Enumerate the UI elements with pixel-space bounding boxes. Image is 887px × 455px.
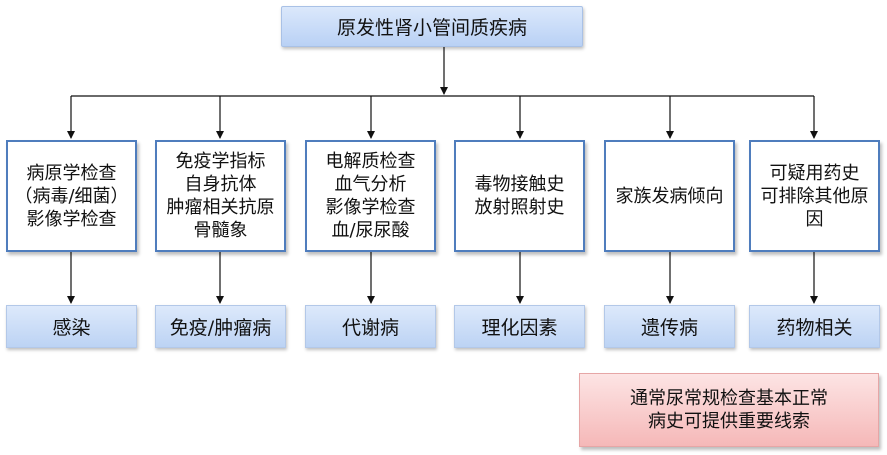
findings-box-immune: 免疫学指标 自身抗体 肿瘤相关抗原 骨髓象	[155, 140, 286, 252]
finding-line: 影像学检查	[325, 197, 416, 218]
cause-box-immune: 免疫/肿瘤病	[155, 305, 286, 348]
finding-line: 病原学检查	[26, 162, 117, 184]
finding-line: 电解质检查	[325, 151, 416, 172]
findings-box-infection: 病原学检查 （病毒/细菌） 影像学检查	[6, 140, 137, 252]
cause-label: 免疫/肿瘤病	[169, 317, 272, 339]
finding-line: 毒物接触史	[474, 174, 565, 195]
findings-box-physicochemical: 毒物接触史 放射照射史	[454, 140, 585, 252]
note-line: 病史可提供重要线索	[648, 411, 810, 432]
note-line: 通常尿常规检查基本正常	[630, 388, 828, 409]
finding-line: 影像学检查	[26, 208, 117, 230]
finding-line: 因	[805, 208, 824, 230]
cause-label: 代谢病	[341, 317, 399, 339]
finding-line: 可疑用药史	[769, 162, 860, 184]
finding-line: （病毒/细菌）	[14, 185, 129, 207]
findings-box-drug: 可疑用药史 可排除其他原 因	[749, 140, 880, 252]
finding-line: 肿瘤相关抗原	[166, 197, 275, 218]
cause-label: 遗传病	[640, 317, 698, 339]
root-node: 原发性肾小管间质疾病	[281, 6, 583, 47]
finding-line: 放射照射史	[474, 197, 565, 218]
cause-label: 理化因素	[481, 317, 558, 339]
finding-line: 可排除其他原	[760, 185, 869, 207]
findings-box-hereditary: 家族发病倾向	[604, 140, 735, 252]
finding-line: 自身抗体	[184, 174, 257, 195]
finding-line: 免疫学指标	[175, 151, 266, 172]
finding-line: 家族发病倾向	[615, 185, 724, 207]
cause-label: 感染	[52, 317, 91, 339]
cause-box-hereditary: 遗传病	[604, 305, 735, 348]
finding-line: 血气分析	[334, 174, 407, 195]
cause-box-infection: 感染	[6, 305, 137, 348]
cause-label: 药物相关	[776, 317, 853, 339]
finding-line: 骨髓象	[193, 220, 248, 241]
cause-box-physicochemical: 理化因素	[454, 305, 585, 348]
cause-box-metabolic: 代谢病	[305, 305, 436, 348]
note-box: 通常尿常规检查基本正常 病史可提供重要线索	[579, 373, 879, 447]
findings-box-metabolic: 电解质检查 血气分析 影像学检查 血/尿尿酸	[305, 140, 436, 252]
root-label: 原发性肾小管间质疾病	[336, 17, 527, 39]
cause-box-drug: 药物相关	[749, 305, 880, 348]
finding-line: 血/尿尿酸	[331, 220, 410, 241]
